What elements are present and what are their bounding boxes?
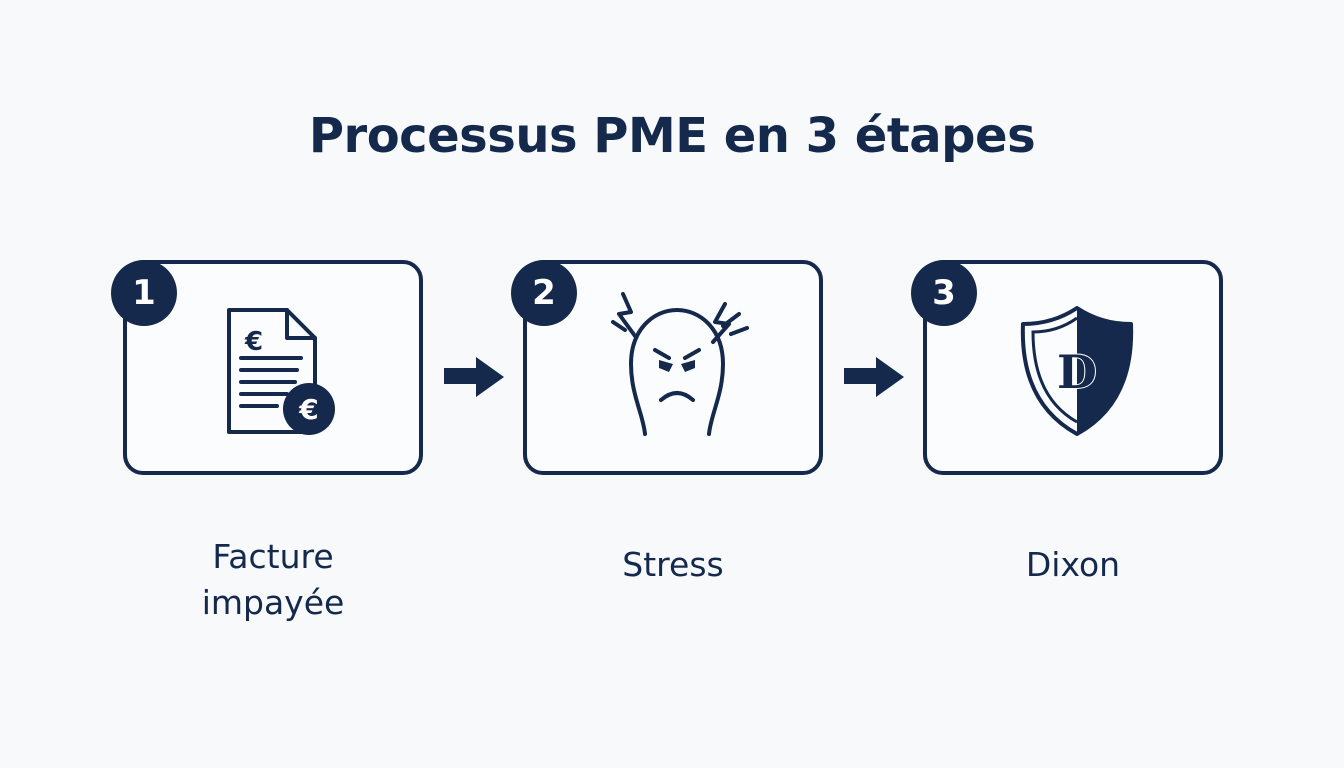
step-label-2: Stress: [622, 545, 724, 584]
step-label-1-line-1: Facture: [212, 537, 334, 576]
step-card-2: 2: [511, 260, 823, 475]
arrow-right-icon-2: [844, 357, 904, 397]
step-label-3: Dixon: [1025, 545, 1121, 584]
step-number-badge-1: 1: [111, 260, 177, 326]
invoice-euro-icon: € €: [227, 308, 335, 435]
arrow-right-icon-1: [444, 357, 504, 397]
stressed-face-icon: [611, 292, 749, 436]
step-number-badge-2: 2: [511, 260, 577, 326]
step-number-badge-3: 3: [911, 260, 977, 326]
euro-symbol-coin: €: [298, 393, 318, 426]
shield-d-icon: D: [1020, 306, 1134, 436]
step-card-1: 1 € €: [111, 260, 423, 475]
page-title: Processus PME en 3 étapes: [308, 108, 1036, 164]
shield-letter-d: D: [1057, 345, 1097, 399]
step-card-3: 3 D: [911, 260, 1223, 475]
step-label-1: Facture impayée: [123, 534, 423, 626]
step-label-1-line-2: impayée: [201, 583, 345, 622]
euro-symbol-document: €: [244, 327, 263, 357]
